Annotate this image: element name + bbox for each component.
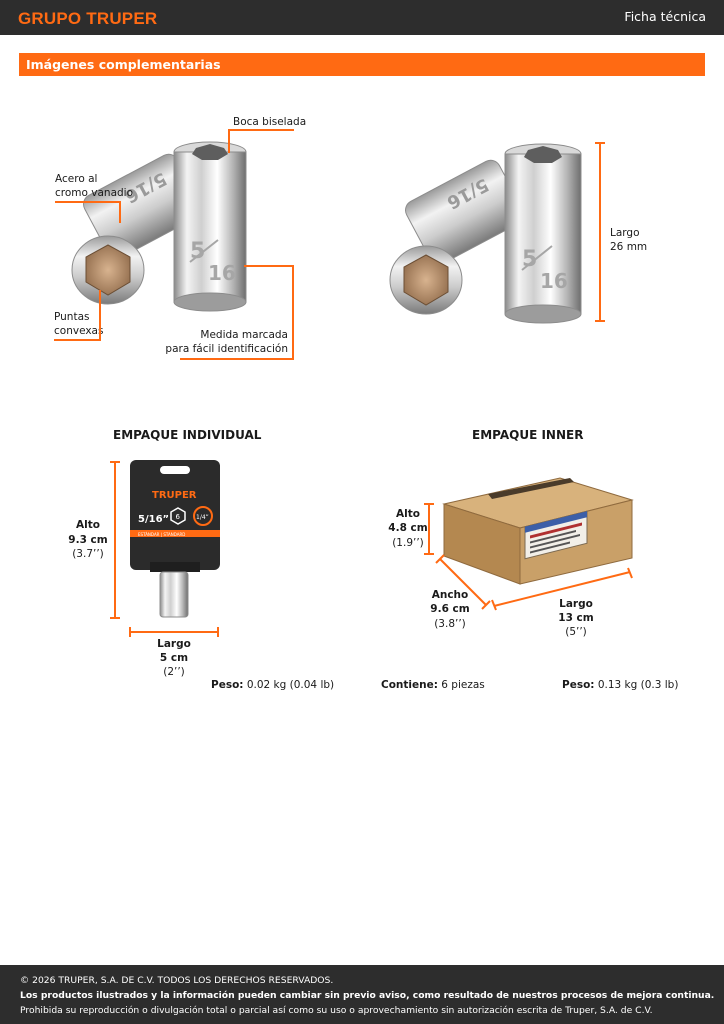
card-hex: 6 — [176, 513, 181, 521]
label-ancho-inner-inch: (3.8’’) — [434, 618, 466, 630]
label-alto-ind-inch: (3.7’’) — [72, 548, 104, 560]
label-alto-ind-value: 9.3 cm — [68, 534, 108, 546]
label-alto-inner-inch: (1.9’’) — [392, 537, 424, 549]
callout-line-puntas-v — [99, 290, 101, 341]
label-medida-2: para fácil identificación — [165, 343, 288, 355]
peso-individual-label: Peso: — [211, 679, 244, 691]
section-header: Imágenes complementarias — [19, 53, 705, 76]
socket-pair-image-left: 5/16 5 16 — [71, 141, 247, 312]
heading-empaque-individual: EMPAQUE INDIVIDUAL — [113, 428, 262, 442]
footer-copyright: © 2026 TRUPER, S.A. DE C.V. TODOS LOS DE… — [20, 975, 334, 986]
label-largo-inner-inch: (5’’) — [565, 626, 587, 638]
heading-empaque-inner: EMPAQUE INNER — [472, 428, 584, 442]
callout-line-medida-bottom — [180, 358, 294, 360]
peso-inner-label: Peso: — [562, 679, 595, 691]
callout-line-puntas-h — [54, 339, 101, 341]
section-title: Imágenes complementarias — [26, 57, 221, 72]
label-largo-ind-inch: (2’’) — [163, 666, 185, 678]
card-size: 5/16” — [138, 514, 169, 525]
callout-line-medida-h — [244, 265, 294, 267]
peso-inner-value: 0.13 kg (0.3 lb) — [597, 679, 679, 691]
contiene-value: 6 piezas — [441, 679, 485, 691]
dim-line-largo-inner — [491, 567, 633, 611]
footer-rights: Prohibida su reproducción o divulgación … — [20, 1005, 653, 1016]
label-puntas-2: convexas — [54, 325, 104, 337]
dim-line-alto-inner — [428, 503, 430, 555]
dim-line-alto-inner-bottom — [424, 553, 434, 555]
dim-line-ancho-inner — [435, 554, 491, 610]
socket-marking-16: 16 — [208, 261, 236, 285]
dim-line-alto-ind — [114, 461, 116, 619]
label-ancho-inner: Ancho — [431, 589, 469, 601]
label-largo-ind-value: 5 cm — [159, 652, 189, 664]
callout-line-acero-h — [55, 201, 121, 203]
peso-individual: Peso: 0.02 kg (0.04 lb) — [211, 679, 334, 692]
label-boca-biselada: Boca biselada — [233, 116, 307, 128]
footer: © 2026 TRUPER, S.A. DE C.V. TODOS LOS DE… — [0, 965, 724, 1024]
label-largo-ind: Largo — [157, 638, 191, 650]
callout-line-medida-v — [292, 265, 294, 360]
footer-disclaimer: Los productos ilustrados y la informació… — [20, 990, 715, 1001]
label-alto-inner: Alto — [396, 508, 420, 520]
label-largo-inner: Largo — [559, 598, 593, 610]
brand-logo: GRUPO TRUPER — [18, 9, 158, 28]
label-largo-inner-value: 13 cm — [558, 612, 594, 624]
contiene-label: Contiene: — [381, 679, 438, 691]
label-largo: Largo — [610, 227, 640, 239]
individual-package-image: TRUPER 5/16” 6 1/4” ESTÁNDAR | STANDARD — [130, 460, 220, 618]
peso-inner: Peso: 0.13 kg (0.3 lb) — [562, 679, 678, 692]
callout-line-boca-v — [228, 129, 230, 153]
label-ancho-inner-value: 9.6 cm — [430, 603, 470, 615]
label-acero-1: Acero al — [55, 173, 98, 185]
card-strip: ESTÁNDAR | STANDARD — [138, 532, 185, 537]
callout-line-boca-h — [228, 129, 294, 131]
dim-line-largo-ind-right — [217, 627, 219, 637]
inner-box-image — [442, 477, 634, 585]
dim-line-largo-bottom — [595, 320, 605, 322]
label-puntas-1: Puntas — [54, 311, 90, 323]
dim-line-alto-ind-bottom — [110, 617, 120, 619]
peso-individual-value: 0.02 kg (0.04 lb) — [246, 679, 335, 691]
callout-line-acero-v — [119, 201, 121, 223]
dim-line-largo-ind — [129, 631, 219, 633]
label-alto-ind: Alto — [76, 519, 100, 531]
label-largo-value: 26 mm — [610, 241, 648, 253]
label-acero-2: cromo vanadio — [55, 187, 134, 199]
card-brand: TRUPER — [152, 490, 197, 501]
socket-marking-16-right: 16 — [540, 269, 568, 293]
contiene-inner: Contiene: 6 piezas — [381, 679, 485, 692]
top-bar: GRUPO TRUPER Ficha técnica — [0, 0, 724, 35]
dim-line-largo — [599, 142, 601, 322]
document-type: Ficha técnica — [624, 9, 706, 24]
socket-pair-image-right: 5/16 5 16 — [389, 143, 582, 324]
label-alto-inner-value: 4.8 cm — [388, 522, 428, 534]
card-drive: 1/4” — [196, 514, 209, 521]
label-medida-1: Medida marcada — [200, 329, 288, 341]
